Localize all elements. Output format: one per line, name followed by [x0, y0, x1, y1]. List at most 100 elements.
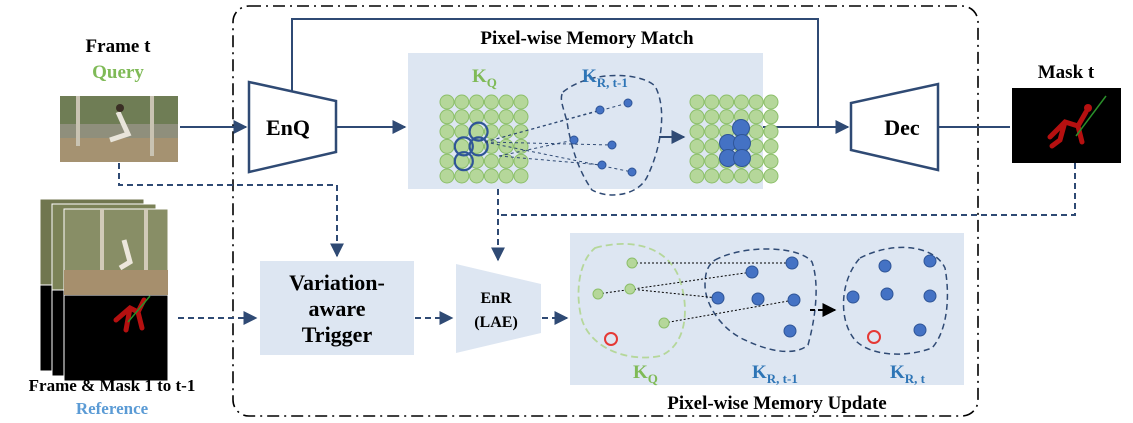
- reference-stack: [39, 198, 169, 382]
- kq-cell: [483, 153, 499, 169]
- krt-update-dot: [878, 259, 892, 273]
- output-cell: [748, 153, 764, 169]
- kq-label: KQ: [472, 66, 497, 90]
- kq-cell: [469, 109, 485, 125]
- output-grid: [689, 94, 779, 184]
- kq-region-update: [577, 242, 686, 359]
- kq-cell: [483, 168, 499, 184]
- variation-label-1: Variation-: [289, 270, 385, 295]
- query-pixel-ring: [453, 151, 474, 172]
- dashed-frame-to-trigger: [118, 163, 344, 258]
- kr-dots: [484, 98, 637, 177]
- output-cell: [733, 168, 749, 184]
- output-match-cell: [733, 134, 751, 152]
- kq-cell: [498, 168, 514, 184]
- krt-update-dot: [880, 287, 894, 301]
- kq-update-dot: [626, 257, 638, 269]
- kq-unmatched-red-ring: [604, 332, 618, 346]
- skip-connection: [291, 18, 819, 127]
- output-cell: [748, 124, 764, 140]
- kq-cell: [439, 138, 455, 154]
- kq-cell: [498, 124, 514, 140]
- output-cell: [763, 138, 779, 154]
- memory-pixel-dot: [595, 105, 605, 115]
- output-cell: [748, 109, 764, 125]
- output-match-cell: [733, 149, 751, 167]
- update-dots: [592, 254, 937, 346]
- output-cell: [704, 109, 720, 125]
- output-cell: [748, 138, 764, 154]
- kq-cell: [513, 168, 529, 184]
- output-cell: [689, 109, 705, 125]
- kq-cell: [483, 94, 499, 110]
- output-match-cell: [732, 119, 750, 137]
- output-cell: [689, 153, 705, 169]
- memory-pixel-dot: [607, 140, 617, 150]
- output-cell: [719, 168, 735, 184]
- krt-new-red-ring: [867, 330, 881, 344]
- enq-encoder: [247, 80, 338, 174]
- krt-update-dot: [923, 289, 937, 303]
- output-cell: [733, 94, 749, 110]
- pixel-match-title: Pixel-wise Memory Match: [480, 28, 694, 49]
- kq-cell: [513, 153, 529, 169]
- query-pixel-ring: [468, 121, 489, 142]
- module-boundary: [232, 5, 979, 417]
- kq-cell: [498, 109, 514, 125]
- memory-pixel-dot: [623, 98, 633, 108]
- dashed-mask-feedback: [498, 163, 1076, 216]
- match-dashed-link: [484, 141, 633, 173]
- variation-trigger-box: [260, 261, 414, 355]
- kr-update-dot: [783, 324, 797, 338]
- output-cell: [689, 94, 705, 110]
- kq-cell: [454, 94, 470, 110]
- variation-label-2: aware: [308, 296, 365, 321]
- enr-label-2: (LAE): [474, 314, 518, 331]
- memory-pixel-dot: [627, 167, 637, 177]
- query-pixel-ring: [468, 136, 489, 157]
- kr-region-update: [704, 248, 817, 353]
- output-cell: [704, 153, 720, 169]
- output-cell: [763, 109, 779, 125]
- kr-update-dot: [785, 256, 799, 270]
- frame-t-thumbnail: [60, 96, 178, 162]
- reference-label: Reference: [76, 399, 149, 418]
- kq-cell: [454, 109, 470, 125]
- krt-update-dot: [913, 323, 927, 337]
- kq-update-label: KQ: [633, 362, 658, 386]
- kr-update-dot: [751, 292, 765, 306]
- dec-decoder: [849, 82, 940, 172]
- frame-t-label: Frame t: [86, 36, 152, 57]
- output-cell: [763, 124, 779, 140]
- krt-update-dot: [923, 254, 937, 268]
- variation-label-3: Trigger: [302, 322, 373, 347]
- update-dashed-link: [629, 288, 719, 299]
- kq-cell: [498, 94, 514, 110]
- frame-mask-range-label: Frame & Mask 1 to t-1: [29, 376, 196, 395]
- pixel-update-title: Pixel-wise Memory Update: [667, 393, 887, 414]
- krt-region-update: [842, 246, 949, 355]
- kr-update-dot: [787, 293, 801, 307]
- output-cell: [689, 168, 705, 184]
- output-cell: [719, 94, 735, 110]
- match-dashed-link: [484, 102, 629, 143]
- kr-update-label: KR, t-1: [752, 362, 798, 386]
- kr-label: KR, t-1: [582, 66, 628, 90]
- kr-region-match: [560, 74, 663, 196]
- kq-cell: [439, 94, 455, 110]
- mask-t-thumbnail: [1012, 88, 1121, 163]
- match-dashed-link: [498, 155, 603, 166]
- kr-update-dot: [745, 265, 759, 279]
- output-cell: [704, 124, 720, 140]
- kq-cell: [469, 94, 485, 110]
- kq-update-dot: [624, 283, 636, 295]
- enr-encoder: [456, 264, 541, 353]
- enq-label: EnQ: [266, 115, 310, 140]
- krt-update-label: KR, t: [890, 362, 926, 386]
- output-cell: [689, 138, 705, 154]
- query-label: Query: [92, 62, 144, 83]
- output-cell: [763, 168, 779, 184]
- output-cell: [704, 94, 720, 110]
- output-cell: [748, 94, 764, 110]
- output-cell: [763, 153, 779, 169]
